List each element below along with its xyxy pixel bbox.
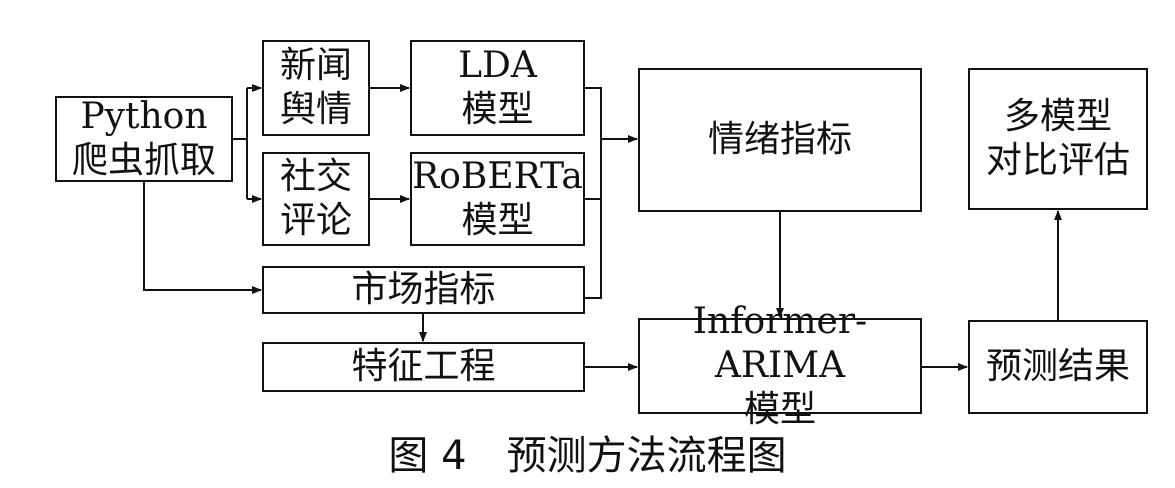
node-sentiment-indicators: 情绪指标 (638, 68, 922, 212)
node-news-sentiment: 新闻 舆情 (262, 40, 370, 136)
node-python-crawler-label: Python 爬虫抓取 (71, 96, 216, 181)
node-roberta-model-label: RoBERTa 模型 (412, 156, 583, 241)
node-multi-model-evaluation: 多模型 对比评估 (968, 68, 1148, 210)
node-news-sentiment-label: 新闻 舆情 (279, 45, 352, 130)
node-python-crawler: Python 爬虫抓取 (55, 96, 233, 182)
figure-caption: 图 4 预测方法流程图 (388, 433, 787, 479)
node-social-comments: 社交 评论 (262, 152, 370, 246)
node-lda-model-label: LDA 模型 (458, 45, 537, 130)
node-roberta-model: RoBERTa 模型 (410, 152, 585, 246)
node-market-indicators-label: 市场指标 (351, 269, 496, 310)
node-prediction-results: 预测结果 (968, 320, 1148, 414)
node-sentiment-indicators-label: 情绪指标 (707, 119, 852, 160)
node-multi-model-evaluation-label: 多模型 对比评估 (985, 96, 1130, 181)
node-feature-engineering-label: 特征工程 (351, 346, 496, 387)
edge-crawler-to-market (143, 182, 262, 294)
node-feature-engineering: 特征工程 (262, 342, 585, 392)
node-social-comments-label: 社交 评论 (279, 156, 352, 241)
node-prediction-results-label: 预测结果 (985, 346, 1130, 387)
node-lda-model: LDA 模型 (410, 40, 585, 136)
node-market-indicators: 市场指标 (262, 266, 585, 314)
edge-market-to-merge (585, 139, 602, 299)
edge-lda-to-merge (585, 87, 602, 139)
